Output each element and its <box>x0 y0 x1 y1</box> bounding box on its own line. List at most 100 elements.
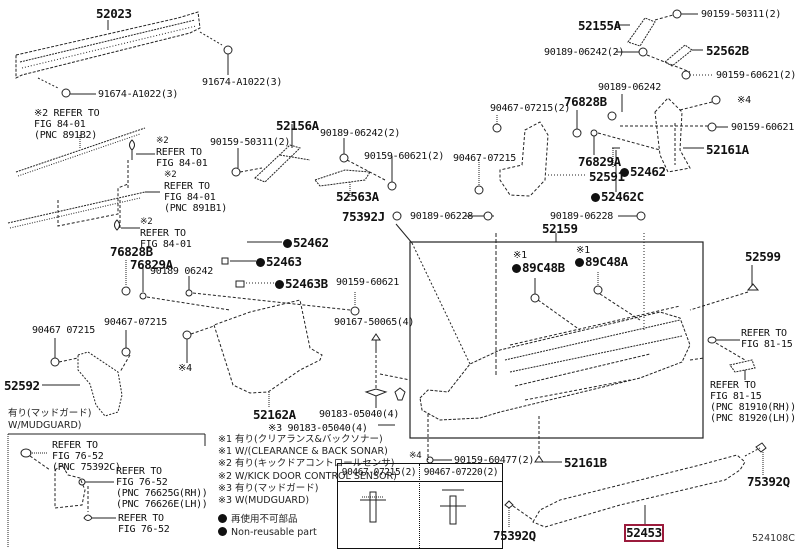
fastener-90159-50311-top[interactable]: 90159-50311(2) <box>701 9 782 20</box>
right-side-parts <box>689 265 760 380</box>
footnotes: ※1 有り(クリアランス&バックソナー) ※1 W/(CLEARANCE & B… <box>218 434 397 507</box>
fastener-90159-60621-2-mid[interactable]: 90159-60621(2) <box>364 151 445 162</box>
part-89C48A-label: 89C48A <box>585 254 628 269</box>
ref-line: FIG 81-15 <box>710 391 762 402</box>
ref-line: REFER TO <box>164 181 210 192</box>
part-52159[interactable]: 52159 <box>542 221 578 236</box>
ref-mark: ※2 <box>156 136 169 146</box>
non-reusable-dot <box>218 527 227 536</box>
fastener-90167-50065[interactable]: 90167-50065(4) <box>334 317 415 328</box>
part-52462-top[interactable]: 52462 <box>620 165 666 178</box>
part-52463B[interactable]: 52463B <box>275 277 328 290</box>
part-52161B[interactable]: 52161B <box>564 455 607 470</box>
ref-line: REFER TO <box>741 328 787 339</box>
fastener-90159-60621-left[interactable]: 90159-60621 <box>336 277 399 288</box>
part-52162A[interactable]: 52162A <box>253 407 296 422</box>
bracket-52562B <box>616 44 714 80</box>
footnote-2-en: ※2 W/KICK DOOR CONTROL SENSOR) <box>218 470 397 482</box>
part-52562B[interactable]: 52562B <box>706 43 749 58</box>
fastener-91674-right[interactable]: 91674-A1022(3) <box>202 77 283 88</box>
part-52592[interactable]: 52592 <box>4 378 40 393</box>
ref-line: (PNC 891B1) <box>164 203 227 214</box>
kick-sensor-upper <box>15 127 146 177</box>
highlighted-part-52453[interactable]: 52453 <box>624 524 664 542</box>
part-52591[interactable]: 52591 <box>589 169 625 184</box>
non-reusable-dot <box>256 258 265 267</box>
fastener-90189-06242-2-mid[interactable]: 90189-06242(2) <box>320 128 401 139</box>
ref-line: REFER TO <box>52 440 98 451</box>
bolt-91674-right <box>199 31 233 75</box>
ref-line: (PNC 81910(RH)) <box>710 402 796 413</box>
part-75392Q-right[interactable]: 75392Q <box>747 474 790 489</box>
bracket-52162A <box>182 299 323 408</box>
left-fasteners <box>121 241 360 316</box>
mudguard-inset <box>7 433 206 548</box>
part-75392Q-bottom[interactable]: 75392Q <box>493 528 536 543</box>
fastener-90159-50311-left[interactable]: 90159-50311(2) <box>210 137 291 148</box>
kick-sensor-lower <box>7 139 160 231</box>
fastener-90183-05040-a[interactable]: 90183-05040(4) <box>319 409 400 420</box>
diagram-code: 524108C <box>752 533 795 544</box>
fastener-90159-60621-2-top[interactable]: 90159-60621(2) <box>716 70 796 81</box>
fastener-90189-06242-right[interactable]: 90189-06242 <box>598 82 661 93</box>
mudguard-title: 有り(マッドガード)W/MUDGUARD) <box>8 408 91 432</box>
non-reusable-dot <box>283 239 292 248</box>
legend-row-jp: 再使用不可部品 <box>218 513 317 526</box>
part-52161A[interactable]: 52161A <box>706 142 749 157</box>
ref-line: (PNC 75392C) <box>52 462 121 473</box>
ref-line: FIG 84-01 <box>140 239 192 250</box>
part-52563A[interactable]: 52563A <box>336 189 379 204</box>
part-76829A-top[interactable]: 76829A <box>578 154 621 169</box>
part-52155A[interactable]: 52155A <box>578 18 621 33</box>
mark-x4-table: ※4 <box>409 451 422 461</box>
legend-row-en: Non-reusable part <box>218 526 317 539</box>
fastener-90159-60621-right[interactable]: 90159-60621 <box>731 122 794 133</box>
fastener-90467-07215-l1[interactable]: 90467 07215 <box>32 325 95 336</box>
part-76828B-left[interactable]: 76828B <box>110 244 153 259</box>
fastener-90189-06228-b[interactable]: 90189-06228 <box>550 211 613 222</box>
fastener-90467-07215-2[interactable]: 90467-07215(2) <box>490 103 571 114</box>
fastener-90189-06242-2-top[interactable]: 90189-06242(2) <box>544 47 625 58</box>
part-76829A-left[interactable]: 76829A <box>130 257 173 272</box>
clip-icon-90467-07215 <box>360 491 386 523</box>
part-52462-mid[interactable]: 52462 <box>283 236 329 249</box>
fastener-91674-left[interactable]: 91674-A1022(3) <box>98 89 179 100</box>
fastener-90467-07215-l2[interactable]: 90467-07215 <box>104 317 167 328</box>
part-89C48A[interactable]: 89C48A <box>575 255 628 268</box>
part-52156A[interactable]: 52156A <box>276 118 319 133</box>
part-76828B-top[interactable]: 76828B <box>564 94 607 109</box>
part-75392J[interactable]: 75392J <box>342 209 385 224</box>
part-52463B-label: 52463B <box>285 276 328 291</box>
ref-line: FIG 81-15 <box>741 339 793 350</box>
bracket-52156A <box>231 124 311 183</box>
part-89C48B[interactable]: 89C48B <box>512 261 565 274</box>
legend: 再使用不可部品 Non-reusable part <box>218 513 317 539</box>
part-52462-top-label: 52462 <box>630 164 666 179</box>
part-52463[interactable]: 52463 <box>256 255 302 268</box>
fastener-90189-06228-a[interactable]: 90189-06228 <box>410 211 473 222</box>
part-52462C[interactable]: 52462C <box>591 190 644 203</box>
non-reusable-dot <box>218 514 227 523</box>
mark-x1-a: ※1 <box>576 245 590 256</box>
clip-header-07215[interactable]: 90467-07215(2) <box>338 464 420 482</box>
part-52462C-label: 52462C <box>601 189 644 204</box>
clip-header-07220[interactable]: 90467-07220(2) <box>420 464 502 482</box>
clips-center <box>364 333 411 426</box>
part-52599[interactable]: 52599 <box>745 249 781 264</box>
part-89C48B-label: 89C48B <box>522 260 565 275</box>
ref-line: REFER TO <box>140 228 186 239</box>
fastener-90159-60477[interactable]: 90159-60477(2) <box>454 455 535 466</box>
fastener-90189-06242-left[interactable]: 90189 06242 <box>150 266 213 277</box>
fastener-90467-07215-mid[interactable]: 90467-07215 <box>453 153 516 164</box>
fastener-90183-05040-b[interactable]: ※3 90183-05040(4) <box>268 423 368 434</box>
footnote-1-jp: ※1 有り(クリアランス&バックソナー) <box>218 434 383 445</box>
part-52023[interactable]: 52023 <box>96 6 132 21</box>
ref-line: FIG 84-01 <box>164 192 216 203</box>
